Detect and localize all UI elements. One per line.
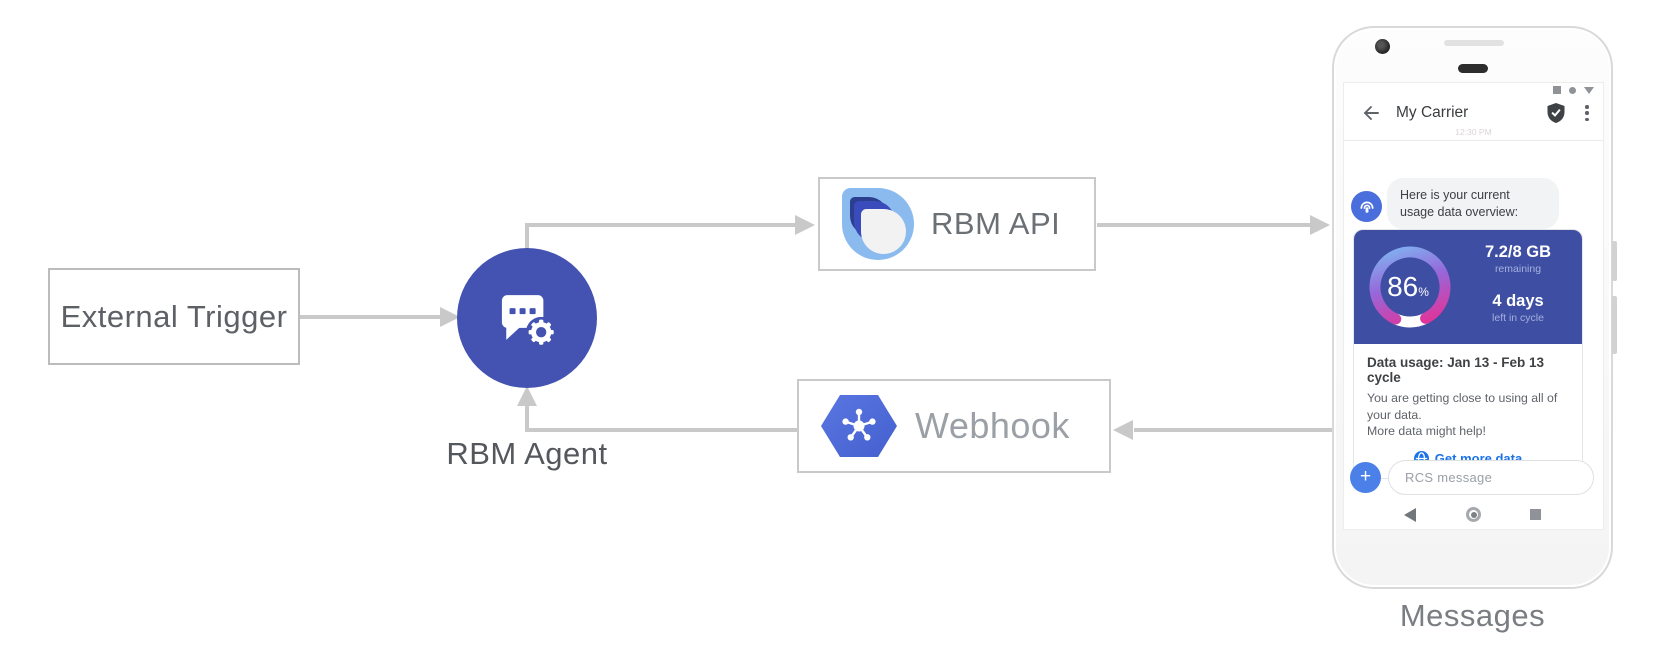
power-button (1612, 241, 1617, 281)
status-bar (1553, 85, 1594, 95)
header-divider (1344, 140, 1603, 141)
usage-card-text: You are getting close to using all of yo… (1367, 391, 1558, 439)
rbm-api-logo-icon (842, 188, 914, 260)
nav-recent-button[interactable] (1530, 509, 1541, 520)
webhook-label: Webhook (915, 405, 1070, 446)
status-triangle-icon (1584, 86, 1594, 94)
volume-button (1612, 296, 1617, 354)
gauge-percent-unit: % (1418, 285, 1429, 299)
add-attachment-button[interactable]: + (1350, 462, 1381, 493)
rbm-api-label: RBM API (931, 206, 1061, 241)
usage-card-body: Data usage: Jan 13 - Feb 13 cycle You ar… (1354, 344, 1582, 478)
remaining-label: remaining (1494, 263, 1542, 275)
overflow-menu-icon[interactable] (1585, 105, 1589, 121)
status-square-icon (1553, 86, 1561, 94)
usage-stats: 7.2/8 GB remaining 4 days left in cycle (1461, 243, 1575, 324)
cloud-hexagon-icon (821, 395, 897, 457)
phone-screen: My Carrier 12:30 PM Here is your current… (1344, 83, 1603, 529)
phone-caption: Messages (1399, 598, 1546, 633)
gauge-percent-value: 86 (1387, 271, 1418, 302)
remaining-value: 7.2/8 GB (1484, 243, 1552, 261)
verified-agent-badge-icon[interactable] (1547, 103, 1565, 123)
front-camera (1375, 39, 1390, 54)
arrowhead-phone-to-webhook (1113, 420, 1133, 440)
external-trigger-label: External Trigger (60, 298, 288, 334)
timestamp: 12:30 PM (1455, 127, 1492, 137)
phone-mockup: My Carrier 12:30 PM Here is your current… (1332, 26, 1617, 589)
earpiece (1458, 64, 1488, 73)
status-circle-icon (1569, 86, 1576, 94)
back-arrow-icon[interactable] (1362, 105, 1380, 121)
rcs-message-input[interactable] (1405, 470, 1581, 485)
arrowhead-agent-to-api (795, 215, 815, 235)
days-value: 4 days (1492, 292, 1544, 310)
connector-webhook-return (525, 428, 797, 432)
connector-webhook-up (525, 403, 529, 432)
svg-text:86%: 86% (1387, 271, 1429, 302)
rbm-agent-node (457, 248, 597, 388)
connector-trigger-to-agent (298, 315, 440, 319)
arrowhead-trigger-to-agent (440, 307, 460, 327)
nav-back-button[interactable] (1404, 508, 1416, 522)
compose-bar (1388, 460, 1594, 495)
connector-agent-to-api (525, 223, 797, 227)
nav-home-button[interactable] (1466, 507, 1481, 522)
conversation-title: My Carrier (1396, 104, 1469, 121)
chat-bubble-gear-icon (501, 295, 557, 348)
usage-gauge: 86% (1369, 246, 1451, 328)
rbm-agent-label: RBM Agent (446, 436, 608, 471)
usage-card-title: Data usage: Jan 13 - Feb 13 cycle (1367, 355, 1545, 385)
external-trigger-node: External Trigger (48, 268, 300, 365)
connector-phone-to-webhook (1134, 428, 1332, 432)
arrowhead-api-to-phone (1310, 215, 1330, 235)
agent-message-bubble: Here is your current usage data overview… (1387, 178, 1559, 229)
speaker-slot (1444, 40, 1504, 46)
days-label: left in cycle (1492, 312, 1544, 324)
usage-card-header: 86% 7.2/8 GB remaining 4 days left in cy… (1354, 230, 1582, 344)
webhook-node: Webhook (797, 379, 1111, 473)
agent-avatar (1351, 191, 1382, 222)
arrowhead-webhook-to-agent (517, 386, 537, 406)
antenna-icon (1359, 201, 1374, 213)
usage-card: 86% 7.2/8 GB remaining 4 days left in cy… (1353, 229, 1583, 479)
rbm-api-node: RBM API (818, 177, 1096, 271)
connector-agent-up (525, 223, 529, 255)
connector-api-to-phone (1097, 223, 1311, 227)
